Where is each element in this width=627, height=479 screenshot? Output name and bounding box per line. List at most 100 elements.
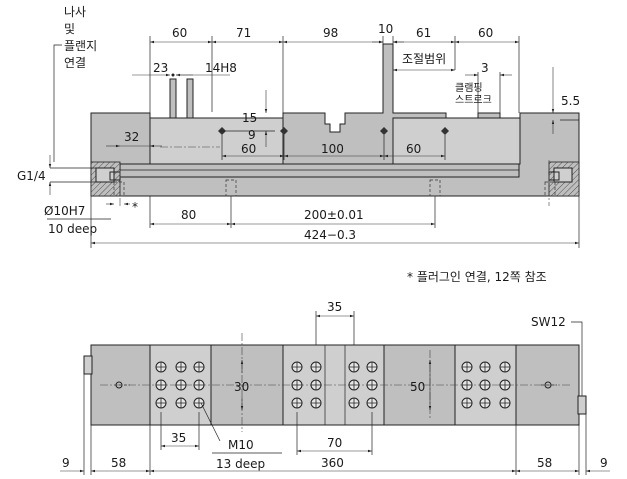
dim-15-9-group: 15 9 [220,90,275,147]
bolt-hole-cross [194,362,204,372]
bolt-hole-cross [500,362,510,372]
thread-depth: 13 deep [216,457,265,471]
dim-9: 9 [248,128,256,142]
footnote: * 플러그인 연결, 12쪽 참조 [407,270,547,284]
bolt-hole-cross [292,380,302,390]
bolt-hole-cross [367,380,377,390]
dim-top-60b: 60 [478,26,493,40]
range-label: 조절범위 [402,52,446,66]
dim-top-71: 71 [236,26,251,40]
dim-top-61: 61 [416,26,431,40]
bolt-hole-cross [156,398,166,408]
dim-35-top-group: 35 [315,300,355,345]
bolt-hole-cross [176,380,186,390]
side-view: 60 71 98 10 61 60 조절범위 23 14H8 클램핑 스트로크 [17,5,580,248]
dim-top-98: 98 [323,26,338,40]
dim-70: 70 [327,436,342,450]
port-group: G1/4 [17,155,96,195]
slot-dimensions: 23 14H8 [132,61,237,77]
dim-80: 80 [181,208,196,222]
bolt-hole-cross [500,398,510,408]
bolt-hole-cross [367,398,377,408]
bore-depth: 10 deep [48,222,97,236]
bolt-hole-cross [480,362,490,372]
clamping-stroke: 클램핑 스트로크 3 [455,61,512,113]
wrench-size: SW12 [531,315,566,329]
dim-15: 15 [242,111,257,125]
bolt-hole-cross [500,380,510,390]
connection-label: 나사 및 플랜지 연결 [53,5,97,162]
conn-line-1: 나사 [64,5,86,19]
dim-9-right: 9 [600,456,608,470]
bolt-hole-cross [311,362,321,372]
dim-14h8: 14H8 [205,61,237,75]
dim-50-group: 50 [410,360,432,410]
conn-line-2: 및 [64,22,75,36]
bolt-hole-cross [349,398,359,408]
dim-200: 200±0.01 [304,208,364,222]
bottom-dims-side: 80 200±0.01 [149,196,436,228]
dim-50: 50 [410,380,425,394]
pitch-100: 100 [321,142,344,156]
dim-5-5-group: 5.5 [551,67,580,134]
wrench-group: SW12 [531,315,583,396]
adjustment-range: 조절범위 [393,52,455,72]
stroke-label-1: 클램핑 [455,82,483,94]
dim-top-60: 60 [172,26,187,40]
bolt-hole-cross [349,362,359,372]
bolt-hole-cross [311,398,321,408]
overall-length: 424−0.3 [90,196,580,248]
dim-32: 32 [124,130,139,144]
dim-70-group: 70 [296,412,373,455]
bottom-dimension-chain: 9 58 360 58 9 [60,374,610,475]
bolt-hole-cross [194,398,204,408]
dim-58-left: 58 [111,456,126,470]
bore-group: Ø10H7 10 deep * [44,200,138,236]
conn-line-3: 플랜지 [64,39,97,53]
conn-line-4: 연결 [64,56,86,70]
bore-dia: Ø10H7 [44,204,85,218]
dim-3: 3 [481,61,489,75]
dim-5-5: 5.5 [561,94,580,108]
port-g14: G1/4 [17,169,46,183]
bolt-hole-cross [156,362,166,372]
dim-360: 360 [321,456,344,470]
dim-58-right: 58 [537,456,552,470]
stroke-label-2: 스트로크 [455,94,492,106]
top-dimension-chain: 60 71 98 10 61 60 [149,22,520,113]
dim-9-left: 9 [62,456,70,470]
left-jaw-side [149,117,284,165]
bolt-hole-cross [480,398,490,408]
dim-30: 30 [234,380,249,394]
bolt-hole-cross [176,398,186,408]
jaw-screw-holes [218,127,449,135]
dim-23: 23 [153,61,168,75]
dim-top-10: 10 [378,22,393,36]
dim-35-bottom: 35 [171,431,186,445]
bolt-hole-cross [349,380,359,390]
bolt-hole-cross [367,362,377,372]
dim-35-bottom-group: 35 [160,412,200,450]
bolt-hole-cross [462,380,472,390]
dim-30-group: 30 [234,360,249,410]
dim-424: 424−0.3 [304,228,356,242]
plan-view: 35 SW12 30 50 35 M10 13 deep [60,300,610,475]
bolt-hole-cross [292,362,302,372]
bolt-hole-cross [462,398,472,408]
pitch-60-left: 60 [241,142,256,156]
thread-size: M10 [228,438,254,452]
bolt-hole-cross [292,398,302,408]
bolt-hole-cross [176,362,186,372]
right-jaw-side [392,117,521,165]
pitch-60-right: 60 [406,142,421,156]
dim-32-group: 32 [106,118,162,150]
bolt-hole-cross [480,380,490,390]
hole-pitch-group: 60 100 60 [221,135,446,160]
bolt-hole-cross [462,362,472,372]
dim-35-top: 35 [327,300,342,314]
bolt-hole-pattern [155,361,511,409]
bolt-hole-cross [311,380,321,390]
bolt-hole-cross [194,380,204,390]
asterisk-mark: * [132,200,138,214]
